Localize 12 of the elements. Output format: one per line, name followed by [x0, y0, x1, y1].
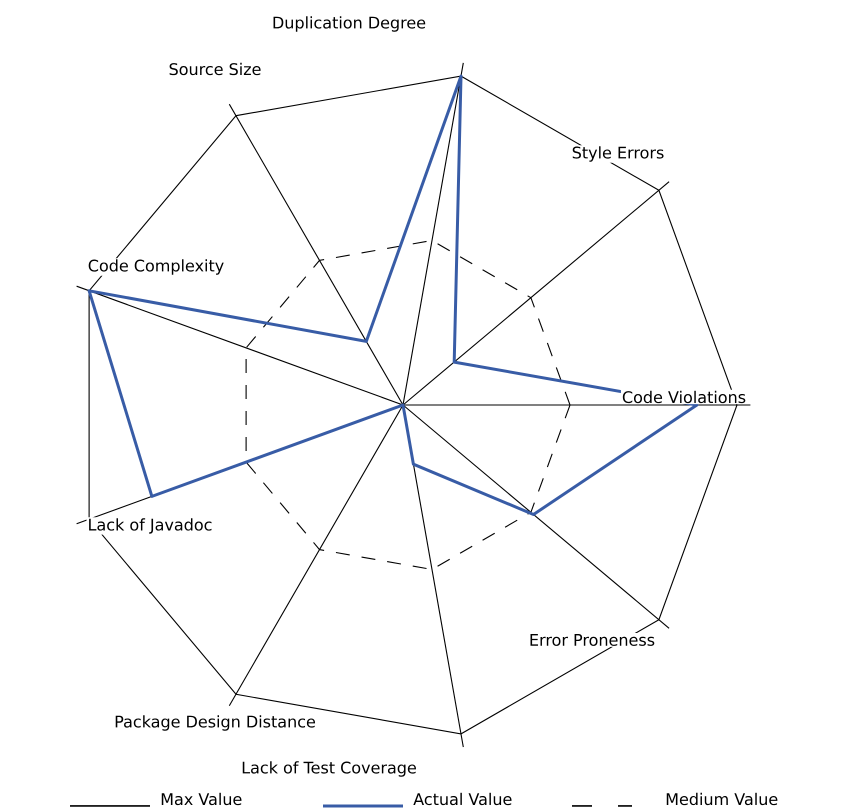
legend-label: Actual Value [413, 792, 512, 806]
axis-label: Code Violations [620, 390, 748, 404]
axis-label: Style Errors [570, 145, 666, 163]
axis-label: Package Design Distance [113, 714, 317, 732]
axis-label: Code Complexity [86, 258, 226, 276]
axis-label: Error Proneness [528, 633, 656, 647]
legend-label: Max Value [162, 792, 242, 806]
axis-label: Duplication Degree [270, 15, 428, 33]
axis-label: Lack of Test Coverage [240, 760, 418, 778]
axis-label: Source Size [168, 62, 262, 76]
legend-label: Medium Value [666, 792, 778, 806]
axis-label: Lack of Javadoc [86, 517, 214, 535]
